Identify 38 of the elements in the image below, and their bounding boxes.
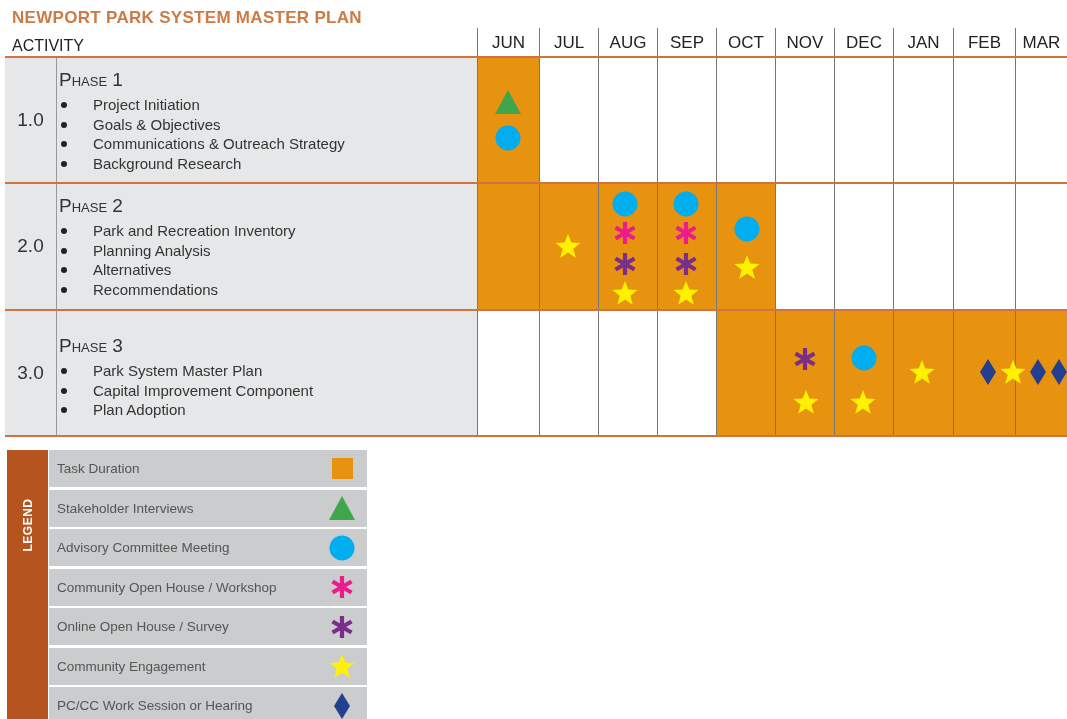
title: NEWPORT PARK SYSTEM MASTER PLAN [12, 7, 362, 29]
month-header: JAN [907, 31, 940, 54]
month-header: DEC [846, 31, 882, 54]
legend-label: Online Open House / Survey [57, 618, 229, 636]
phase-heading: Phase 2 [59, 194, 123, 218]
legend-label: PC/CC Work Session or Hearing [57, 697, 253, 715]
month-header: JUN [491, 31, 526, 54]
month-header: MAR [1022, 31, 1061, 54]
activity-item: Planning Analysis [93, 240, 211, 260]
activity-item: Park and Recreation Inventory [93, 221, 296, 240]
activity-item: Communications & Outreach Strategy [93, 134, 345, 153]
row-number: 1.0 [17, 107, 44, 132]
activity-item: Recommendations [93, 279, 219, 299]
activity-item: Goals & Objectives [93, 114, 221, 134]
task-duration-bar [716, 310, 1067, 436]
month-header: SEP [670, 31, 704, 54]
phase-heading: Phase 1 [59, 68, 123, 92]
activity-item: Capital Improvement Component [93, 380, 314, 400]
legend-label: Advisory Committee Meeting [57, 539, 230, 557]
column-header: ACTIVITY [12, 36, 84, 56]
activity-item: Plan Adoption [93, 400, 186, 419]
activity-item: Alternatives [93, 260, 172, 279]
month-header: FEB [967, 31, 1002, 54]
month-header: AUG [609, 31, 647, 54]
legend-label: Community Engagement [57, 657, 206, 676]
month-header: NOV [786, 31, 824, 54]
legend-label: Stakeholder Interviews [57, 499, 194, 518]
row-number: 3.0 [17, 360, 44, 385]
month-header: JUL [553, 31, 585, 54]
legend-label: Task Duration [57, 460, 140, 478]
phase-heading: Phase 3 [59, 334, 123, 358]
row-number: 2.0 [17, 234, 44, 259]
legend-label: Community Open House / Workshop [57, 578, 277, 597]
activity-item: Project Initiation [93, 95, 200, 114]
legend-heading: LEGEND [19, 498, 36, 552]
activity-item: Park System Master Plan [93, 361, 263, 380]
month-header: OCT [728, 31, 764, 54]
activity-item: Background Research [93, 153, 242, 173]
